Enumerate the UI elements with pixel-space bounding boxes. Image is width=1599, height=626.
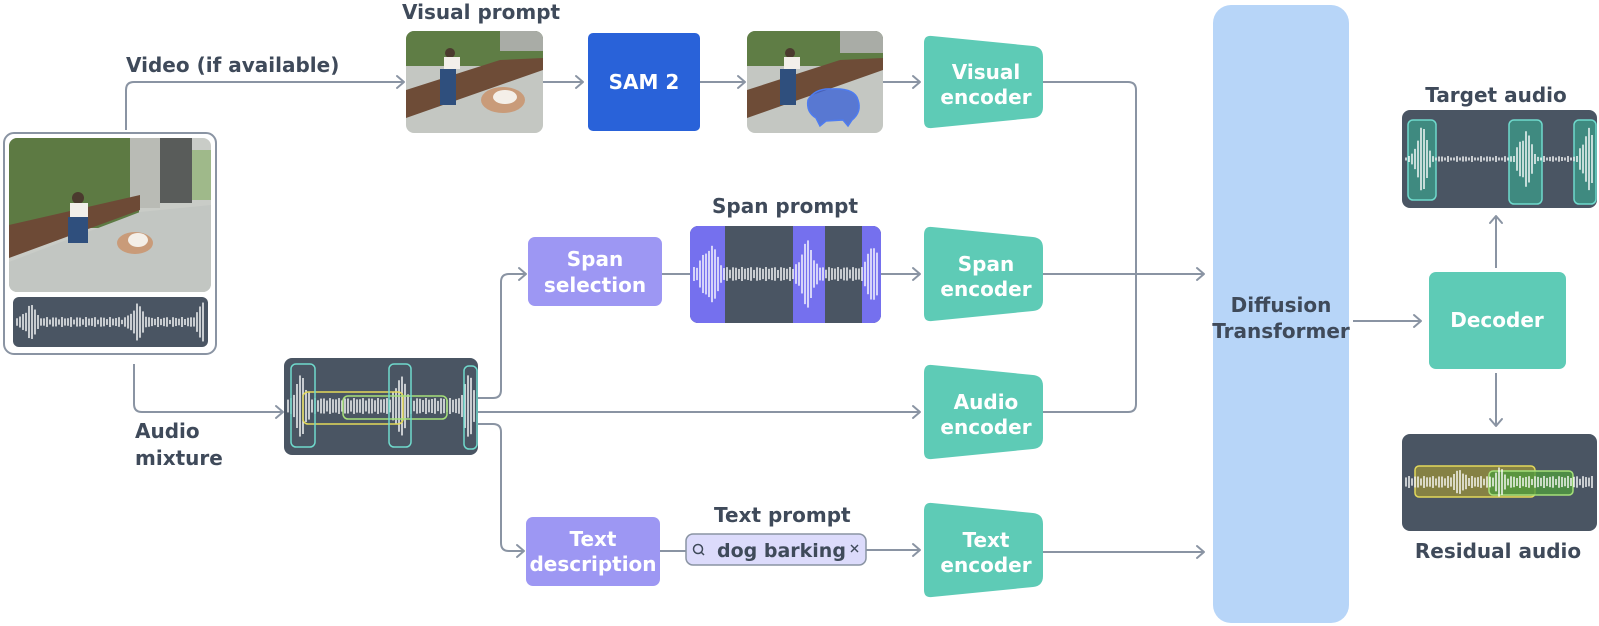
residual-audio-label: Residual audio [1415,539,1581,563]
video-label: Video (if available) [126,53,339,77]
connector-mixture-to-text-description [478,423,524,552]
arrowhead [275,405,284,419]
arrowhead [516,544,525,558]
video-frame-image [9,138,211,292]
audio-mixture-panel [284,358,478,455]
connector-video-to-visual-prompt [125,81,404,130]
audio-mixture-label-line1: Audio [135,419,200,443]
text-description-label-line2: description [529,552,656,576]
search-icon [692,543,705,556]
arrowhead [518,267,527,281]
source-box-teal [463,365,478,450]
residual-audio-waveform [1405,467,1593,497]
connector-visual-encoder-out [1043,81,1137,413]
arrowhead [575,75,584,89]
arrowhead [396,75,405,89]
decoder-block: Decoder [1429,272,1566,369]
residual-box-green [1488,470,1574,496]
span-selection-label-line2: selection [544,273,646,297]
visual-encoder-block: Visual encoder [924,35,1043,129]
span-selection-block: Span selection [528,237,662,306]
diffusion-label-line2: Transformer [1212,319,1350,343]
audio-mixture-label-line2: mixture [135,446,223,470]
connector-audio-to-mixture [133,364,283,413]
span-encoder-label-line1: Span [958,252,1014,276]
arrowhead [912,405,921,419]
audio-encoder-label-line2: encoder [940,415,1031,439]
source-box-teal [290,363,316,448]
arrowhead [1413,314,1422,328]
visual-prompt-image [406,31,543,133]
text-encoder-label-line2: encoder [940,553,1031,577]
arrowhead [737,75,746,89]
text-encoder-block: Text encoder [924,502,1043,598]
span-encoder-block: Span encoder [924,226,1043,322]
text-prompt-field[interactable]: dog barking [685,533,867,566]
span-encoder-label-line2: encoder [940,277,1031,301]
span-prompt-waveform [693,240,878,308]
visual-encoder-label-line1: Visual [952,60,1020,84]
target-audio-label: Target audio [1425,83,1566,107]
diffusion-transformer-block: Diffusion Transformer [1212,5,1350,623]
arrowhead [1489,418,1503,427]
text-prompt-value[interactable]: dog barking [717,540,846,562]
text-description-label-line1: Text [569,527,616,551]
diffusion-label-line1: Diffusion [1231,293,1332,317]
span-prompt-waveform-panel [690,226,881,323]
arrowhead [1196,545,1205,559]
source-box-green [342,395,448,420]
target-audio-panel [1402,110,1597,208]
source-box-yellow [302,391,404,425]
arrowhead [1196,267,1205,281]
connector-mixture-to-span-selection [478,273,526,399]
audio-encoder-block: Audio encoder [924,364,1043,460]
text-encoder-label-line1: Text [962,528,1009,552]
residual-audio-panel [1402,434,1597,531]
sam2-label: SAM 2 [609,70,680,94]
span-selection-label-line1: Span [567,247,623,271]
decoder-label: Decoder [1450,308,1544,332]
text-prompt-label: Text prompt [714,503,851,527]
visual-encoder-label-line2: encoder [940,85,1031,109]
input-waveform [16,302,204,342]
span-highlight [690,226,725,323]
text-description-block: Text description [526,517,660,586]
arrowhead [912,267,921,281]
segmented-visual-prompt-image [747,31,883,133]
audio-encoder-label-line1: Audio [954,390,1019,414]
input-video-card [3,132,217,355]
target-segment [1573,119,1597,205]
source-box-teal [388,363,412,448]
target-audio-waveform [1405,127,1593,191]
sam2-block: SAM 2 [588,33,700,131]
dog-segmentation-mask [806,88,860,128]
arrowhead [912,75,921,89]
visual-prompt-label: Visual prompt [402,0,561,24]
arrowhead [1489,215,1503,224]
arrowhead [912,543,921,557]
connectors [125,75,1503,559]
close-icon[interactable] [850,544,859,553]
span-prompt-label: Span prompt [712,194,858,218]
